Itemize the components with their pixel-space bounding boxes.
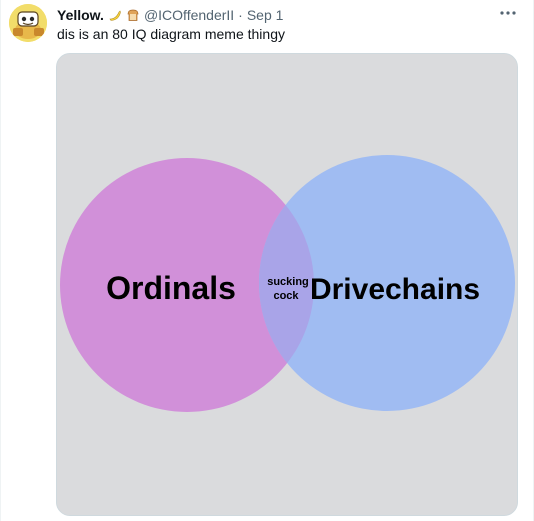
separator-dot: · bbox=[238, 7, 243, 23]
tweet-image[interactable]: Ordinals Drivechains sucking cock bbox=[56, 53, 518, 516]
more-dots-icon bbox=[500, 11, 516, 15]
cartoon-character-icon bbox=[9, 4, 47, 42]
bread-icon bbox=[126, 8, 140, 22]
left-circle bbox=[60, 158, 314, 412]
right-circle-label: Drivechains bbox=[310, 273, 480, 306]
tweet-text: dis is an 80 IQ diagram meme thingy bbox=[57, 26, 285, 42]
overlap-label-line2: cock bbox=[273, 290, 299, 302]
banana-icon bbox=[108, 8, 122, 22]
overlap-label-line1: sucking bbox=[267, 276, 309, 288]
more-options-button[interactable] bbox=[497, 4, 519, 22]
display-name[interactable]: Yellow. bbox=[57, 7, 104, 23]
venn-diagram: Ordinals Drivechains sucking cock bbox=[57, 54, 517, 515]
avatar[interactable] bbox=[9, 4, 47, 42]
tweet-header: Yellow. @ICOffenderII · Sep 1 bbox=[57, 6, 283, 24]
right-circle bbox=[259, 155, 515, 411]
left-circle-label: Ordinals bbox=[106, 270, 236, 306]
user-handle[interactable]: @ICOffenderII bbox=[143, 7, 235, 23]
timestamp[interactable]: Sep 1 bbox=[246, 7, 284, 23]
